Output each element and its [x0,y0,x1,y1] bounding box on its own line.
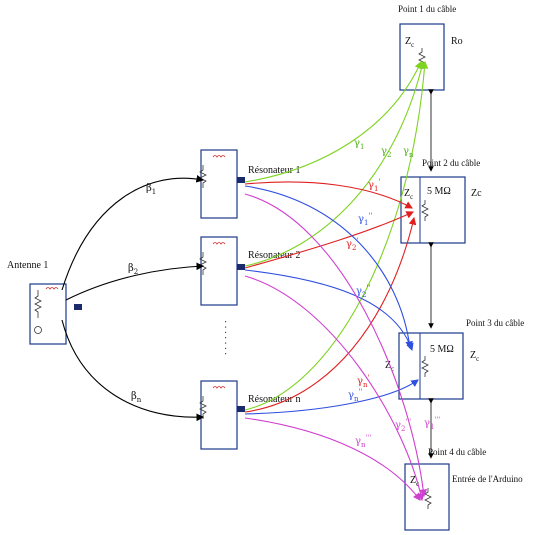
resonator-n-box [200,380,238,450]
gamma-1p-arrow [244,181,413,209]
antenna-box [29,283,67,345]
antenna-label: Antenne 1 [7,260,48,271]
cable-point-4-title: Point 4 du câble [428,447,486,457]
resonator-n-label: Résonateur n [248,394,301,405]
resonator-1-box [200,149,238,219]
cable-point-2-resistor-icon [421,200,429,221]
resonator-n-connector [237,406,245,412]
gamma-1p-label: γ1' [368,178,380,193]
resonator-2-coil-icon [212,242,226,245]
beta-2-arrow [65,262,205,301]
resonator-1-block: Résonateur 1 [199,149,301,219]
cable-point-3-extra: Zc [470,350,479,363]
cable-point-1-box [399,23,445,91]
cable-point-3-resistor-icon [421,356,429,377]
cable-point-1-zc: Zc [405,36,414,49]
gamma-1pp-arrow [244,185,413,350]
resonator-1-label: Résonateur 1 [248,165,301,176]
cable-point-3-title: Point 3 du câble [466,318,524,328]
resonator-2-connector [237,264,245,270]
antenna-coil-icon [45,287,59,290]
gamma-1-arrow [244,60,422,183]
resonator-1-connector [237,177,245,183]
beta-1-label: β1 [146,183,156,196]
gamma-np-label: γn' [357,374,370,389]
gamma-n-label: γn [403,146,414,159]
gamma-1pp-label: γ1'' [358,212,372,227]
cable-point-2-mohm: 5 MΩ [427,186,451,197]
antenna-source-icon [34,326,42,334]
gamma-2pp-label: γ2'' [356,284,370,299]
antenna-block: Antenne 1 [7,260,82,345]
cable-point-1-block: Point 1 du câble Zc Ro [398,4,463,91]
cable-point-4-extra: Entrée de l'Arduino [452,474,523,484]
cable-point-2-title: Point 2 du câble [422,158,480,168]
antenna-connector [74,304,82,310]
beta-n-arrow [61,319,205,422]
gamma-2-arrow [244,60,426,267]
resonator-n-block: Résonateur n [199,380,301,450]
beta-n-label: βn [131,391,142,404]
gamma-nppp-label: γn''' [355,434,371,449]
gamma-2ppp-arrow [244,275,425,502]
cable-point-2-extra: Zc [471,188,482,199]
gamma-1ppp-label: γ1''' [424,416,440,431]
cable-point-4-resistor-icon [424,488,432,509]
beta-2-label: β2 [128,263,138,276]
resonator-2-block: Résonateur 2 [199,236,301,306]
gamma-nppp-arrow [244,417,421,501]
cable-point-1-title: Point 1 du câble [398,4,456,14]
gamma-2-label: γ2 [381,146,391,159]
gamma-2p-label: γ2' [346,237,358,252]
gamma-1ppp-arrow [244,193,428,498]
gamma-1-label: γ1 [354,138,364,151]
cable-point-1-extra: Ro [451,36,463,47]
cable-point-2-block: Point 2 du câble Zc 5 MΩ Zc [400,158,482,244]
resonator-1-coil-icon [212,155,226,158]
resonator-2-label: Résonateur 2 [248,250,301,261]
gamma-2pp-arrow [244,269,414,352]
gamma-npp-arrow [244,379,419,415]
resonator-n-coil-icon [212,386,226,389]
cable-point-4-box [404,463,450,531]
cable-point-2-zc: Zc [404,188,413,201]
resonator-2-box [200,236,238,306]
beta-1-arrow [61,174,205,291]
gamma-2ppp-label: γ2''' [395,418,411,433]
cable-point-3-zc: Zc [385,360,394,373]
gamma-n-arrow [244,60,429,411]
gamma-np-arrow [244,216,417,413]
gamma-2p-arrow [244,211,414,269]
gamma-npp-label: γn'' [348,388,362,403]
resonator-ellipsis: ······· [219,320,230,357]
antenna-resistor-icon [34,290,42,318]
cable-point-3-mohm: 5 MΩ [430,344,454,355]
